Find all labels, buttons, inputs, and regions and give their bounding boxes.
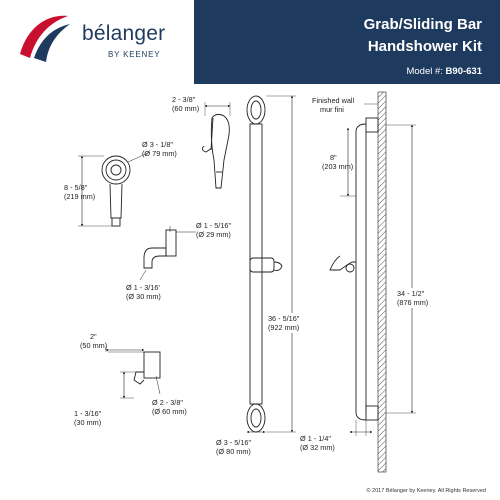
dim-bracket-diameter: Ø 1 - 5/16" (Ø 29 mm): [169, 221, 231, 239]
technical-drawing: 2 - 3/8" (60 mm) Ø 3 - 1/8" (Ø 79 mm) 8 …: [64, 91, 438, 473]
dim-handshower-length: 8 - 5/8" (219 mm): [64, 155, 112, 227]
label-handshower-width-mm: (60 mm): [172, 104, 199, 113]
label-flange-diameter-mm: (Ø 80 mm): [216, 447, 251, 456]
model-label: Model #:: [406, 66, 443, 77]
label-outlet-depth: 1 - 3/16": [74, 409, 102, 418]
label-mount-spacing: 34 - 1/2": [397, 289, 425, 298]
handshower-side-view: [201, 113, 230, 189]
label-outlet-width: 2": [90, 332, 97, 341]
grab-bar-side: [329, 117, 379, 421]
model-value: B90-631: [445, 66, 482, 77]
label-bar-diameter: Ø 1 - 1/4": [300, 434, 331, 443]
brand-name: bélanger: [82, 22, 166, 45]
dim-offset: 8" (203 mm): [322, 127, 356, 197]
dim-outlet-depth: 1 - 3/16" (30 mm): [74, 371, 136, 427]
dim-outlet-width: 2" (50 mm): [80, 332, 145, 353]
dim-mount-spacing: 34 - 1/2" (876 mm): [386, 124, 438, 414]
grab-bar-front: [246, 95, 283, 433]
wall-outlet: [133, 351, 161, 385]
label-outlet-flange-mm: (Ø 60 mm): [152, 407, 187, 416]
label-mount-spacing-mm: (876 mm): [397, 298, 428, 307]
belanger-logo-icon: [20, 15, 70, 62]
label-bracket-diameter-mm: (Ø 29 mm): [196, 230, 231, 239]
dim-bar-length: 36 - 5/16" (922 mm): [265, 95, 313, 433]
label-bar-diameter-mm: (Ø 32 mm): [300, 443, 335, 452]
label-outlet-width-mm: (50 mm): [80, 341, 107, 350]
label-offset-mm: (203 mm): [322, 162, 353, 171]
label-offset: 8": [330, 153, 337, 162]
label-head-diameter-mm: (Ø 79 mm): [142, 149, 177, 158]
dim-head-diameter: Ø 3 - 1/8" (Ø 79 mm): [127, 140, 177, 163]
dim-outlet-flange: Ø 2 - 3/8" (Ø 60 mm): [152, 375, 187, 416]
dim-handshower-width: 2 - 3/8" (60 mm): [172, 95, 231, 116]
dim-flange-diameter: Ø 3 - 5/16" (Ø 80 mm): [216, 430, 266, 456]
label-handshower-length-mm: (219 mm): [64, 192, 95, 201]
label-bracket-diameter: Ø 1 - 5/16": [196, 221, 231, 230]
label-finished-wall-group: Finished wall mur fini: [312, 96, 378, 114]
label-elbow-diameter: Ø 1 - 3/16': [126, 283, 160, 292]
label-elbow-diameter-mm: (Ø 30 mm): [126, 292, 161, 301]
label-handshower-width: 2 - 3/8": [172, 95, 196, 104]
title-panel: Grab/Sliding Bar Handshower Kit Model #:…: [194, 0, 500, 84]
label-bar-length-mm: (922 mm): [268, 323, 299, 332]
label-outlet-depth-mm: (30 mm): [74, 418, 101, 427]
dim-bar-diameter: Ø 1 - 1/4" (Ø 32 mm): [300, 420, 373, 452]
dim-elbow-diameter: Ø 1 - 3/16' (Ø 30 mm): [126, 269, 161, 301]
label-bar-length: 36 - 5/16": [268, 314, 300, 323]
label-outlet-flange: Ø 2 - 3/8": [152, 398, 183, 407]
label-finished-wall-fr: mur fini: [320, 105, 344, 114]
title-line-1: Grab/Sliding Bar: [363, 16, 482, 33]
copyright-footer: © 2017 Bélanger by Keeney. All Rights Re…: [366, 488, 486, 494]
wall-bracket: [143, 229, 177, 269]
label-handshower-length: 8 - 5/8": [64, 183, 88, 192]
finished-wall: [377, 91, 387, 473]
label-finished-wall: Finished wall: [312, 96, 355, 105]
model-number: Model #: B90-631: [406, 66, 482, 77]
header: bélanger BY KEENEY Grab/Sliding Bar Hand…: [0, 0, 500, 84]
label-head-diameter: Ø 3 - 1/8": [142, 140, 173, 149]
label-flange-diameter: Ø 3 - 5/16": [216, 438, 251, 447]
title-line-2: Handshower Kit: [367, 38, 482, 55]
brand-subtitle: BY KEENEY: [108, 50, 161, 59]
handshower-front-view: [101, 155, 131, 227]
